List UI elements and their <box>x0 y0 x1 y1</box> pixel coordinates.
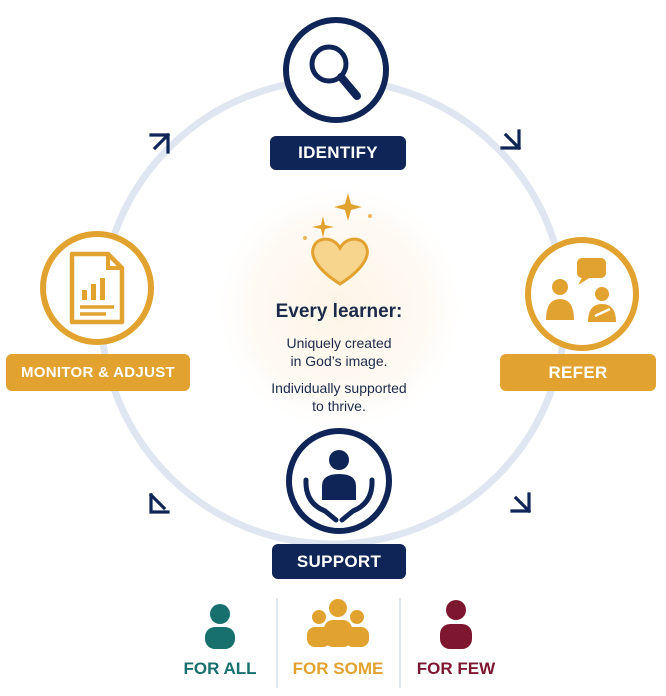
person-icon <box>440 600 472 649</box>
group-icon <box>307 599 369 647</box>
report-chart-icon <box>40 231 154 345</box>
arrow-icon <box>148 492 170 514</box>
heart-sparkle-icon <box>303 193 372 286</box>
tier-label-for-all: FOR ALL <box>183 659 257 678</box>
center-line-1: Uniquely created <box>286 335 392 351</box>
center-line-2: in God’s image. <box>290 353 388 369</box>
stage-label-refer: REFER <box>500 354 656 391</box>
stage-label-identify: IDENTIFY <box>270 136 406 170</box>
center-glow <box>212 180 468 436</box>
person-icon <box>205 604 235 649</box>
center-line-3: Individually supported <box>271 380 407 396</box>
center-line-4: to thrive. <box>312 398 366 414</box>
center-title: Every learner: <box>275 301 403 322</box>
tier-label-for-some: FOR SOME <box>292 659 384 678</box>
arrow-icon <box>510 492 532 514</box>
stage-label-support: SUPPORT <box>272 544 406 579</box>
supporting-hands-icon <box>286 428 392 534</box>
tier-label-for-few: FOR FEW <box>416 659 496 678</box>
arrow-icon <box>149 132 171 154</box>
arrow-icon <box>500 129 522 151</box>
magnifying-glass-icon <box>283 17 389 123</box>
conversation-people-icon <box>525 237 639 351</box>
stage-label-monitor-adjust: MONITOR & ADJUST <box>6 354 190 391</box>
